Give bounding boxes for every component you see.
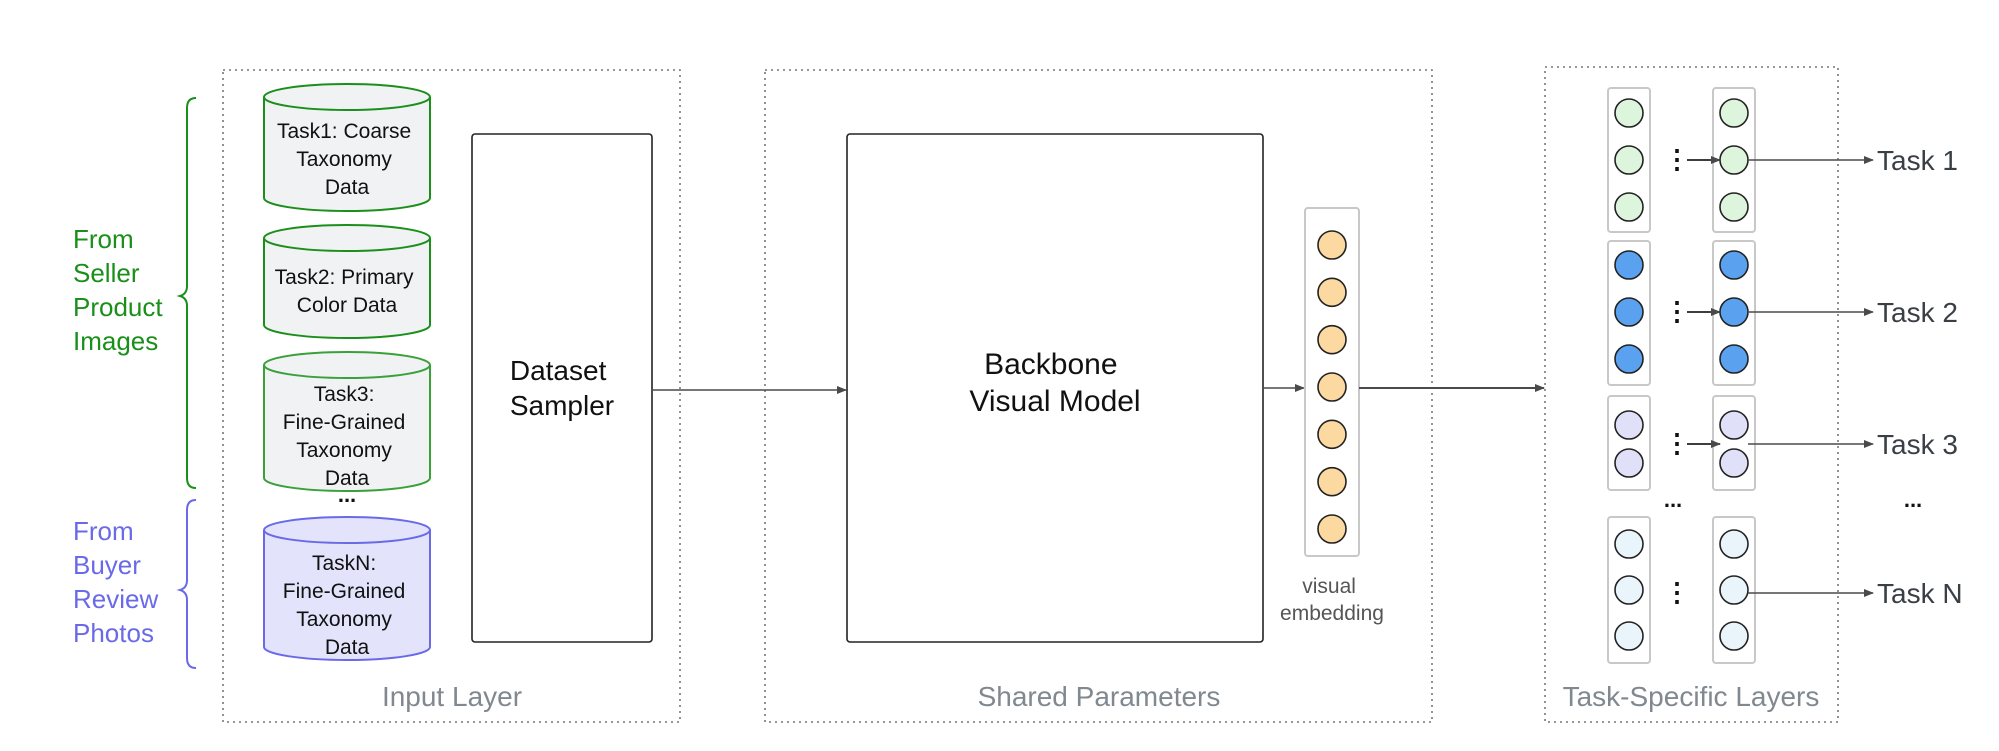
head-node xyxy=(1614,297,1644,327)
dataset-sampler-box xyxy=(471,133,653,643)
embedding-node xyxy=(1317,419,1347,450)
dataset-taskn-label: TaskN: Fine-Grained Taxonomy Data xyxy=(283,552,411,659)
task-output-label: Task 1 xyxy=(1877,145,1958,176)
cylinder-top xyxy=(263,351,431,379)
task-head-2: ⋮ Task 2 xyxy=(1607,240,1958,386)
head-node xyxy=(1719,575,1749,605)
dataset-task2: Task2: Primary Color Data xyxy=(263,224,431,339)
cylinder-icon xyxy=(263,238,431,339)
head-node xyxy=(1719,448,1749,478)
dataset-task3: Task3: Fine-Grained Taxonomy Data xyxy=(263,351,431,492)
embedding-node xyxy=(1317,277,1347,308)
seller-brace xyxy=(176,97,197,489)
head-node xyxy=(1614,98,1644,128)
head-node xyxy=(1719,344,1749,374)
head-node xyxy=(1614,250,1644,280)
dataset-sampler-label: Dataset Sampler xyxy=(510,355,614,421)
task-specific-layers-label: Task-Specific Layers xyxy=(1563,681,1820,712)
datasets-ellipsis: ... xyxy=(338,482,356,507)
head-node xyxy=(1614,575,1644,605)
vertical-dots: ⋮ xyxy=(1664,296,1690,326)
task-output-label: Task N xyxy=(1877,578,1963,609)
cylinder-icon xyxy=(263,97,431,212)
vertical-dots: ⋮ xyxy=(1664,577,1690,607)
dataset-task1: Task1: Coarse Taxonomy Data xyxy=(263,83,431,212)
head-node xyxy=(1614,145,1644,175)
backbone-label: Backbone Visual Model xyxy=(969,348,1140,418)
input-layer-frame xyxy=(222,69,681,723)
head-node xyxy=(1719,297,1749,327)
vertical-dots: ⋮ xyxy=(1664,428,1690,458)
task-head-1: ⋮ Task 1 xyxy=(1607,87,1958,233)
heads-ellipsis-left: ... xyxy=(1664,487,1682,512)
head-node xyxy=(1614,529,1644,559)
dataset-taskn: TaskN: Fine-Grained Taxonomy Data xyxy=(263,516,431,661)
head-node xyxy=(1719,145,1749,175)
embedding-node xyxy=(1317,230,1347,260)
buyer-brace xyxy=(176,499,197,669)
task-specific-frame xyxy=(1544,66,1839,723)
head-node xyxy=(1614,192,1644,222)
dataset-task2-label: Task2: Primary Color Data xyxy=(275,266,420,317)
seller-source-label: From Seller Product Images xyxy=(73,224,170,356)
task-output-label: Task 2 xyxy=(1877,297,1958,328)
buyer-source-label: From Buyer Review Photos xyxy=(73,516,165,648)
cylinder-top xyxy=(263,516,431,544)
cylinder-top xyxy=(263,83,431,111)
head-node xyxy=(1719,192,1749,222)
head-node xyxy=(1719,529,1749,559)
head-node xyxy=(1719,410,1749,440)
head-node xyxy=(1614,410,1644,440)
task-output-label: Task 3 xyxy=(1877,429,1958,460)
embedding-node xyxy=(1317,372,1347,402)
dataset-task1-label: Task1: Coarse Taxonomy Data xyxy=(277,120,417,199)
dataset-task3-label: Task3: Fine-Grained Taxonomy Data xyxy=(283,383,411,490)
embedding-nodes xyxy=(1317,230,1347,544)
task-head-4: ⋮ Task N xyxy=(1607,516,1963,664)
tasks-ellipsis-right: ... xyxy=(1904,487,1922,512)
embedding-label: visual embedding xyxy=(1280,575,1384,625)
shared-parameters-frame xyxy=(764,69,1433,723)
input-layer-label: Input Layer xyxy=(382,681,522,712)
head-node xyxy=(1719,98,1749,128)
task-heads: ⋮ Task 1 ⋮ Task 2 ⋮ Task 3 ⋮ Task N xyxy=(1607,87,1963,664)
task-head-3: ⋮ Task 3 xyxy=(1607,395,1958,491)
vertical-dots: ⋮ xyxy=(1664,144,1690,174)
head-node xyxy=(1614,448,1644,478)
head-node xyxy=(1614,344,1644,374)
embedding-node xyxy=(1317,514,1347,544)
head-node xyxy=(1719,250,1749,280)
cylinder-icon xyxy=(263,365,431,492)
head-node xyxy=(1719,621,1749,651)
embedding-node xyxy=(1317,324,1347,355)
shared-parameters-label: Shared Parameters xyxy=(978,681,1221,712)
cylinder-icon xyxy=(263,530,431,661)
head-node xyxy=(1614,621,1644,651)
cylinder-top xyxy=(263,224,431,252)
embedding-node xyxy=(1317,466,1347,497)
